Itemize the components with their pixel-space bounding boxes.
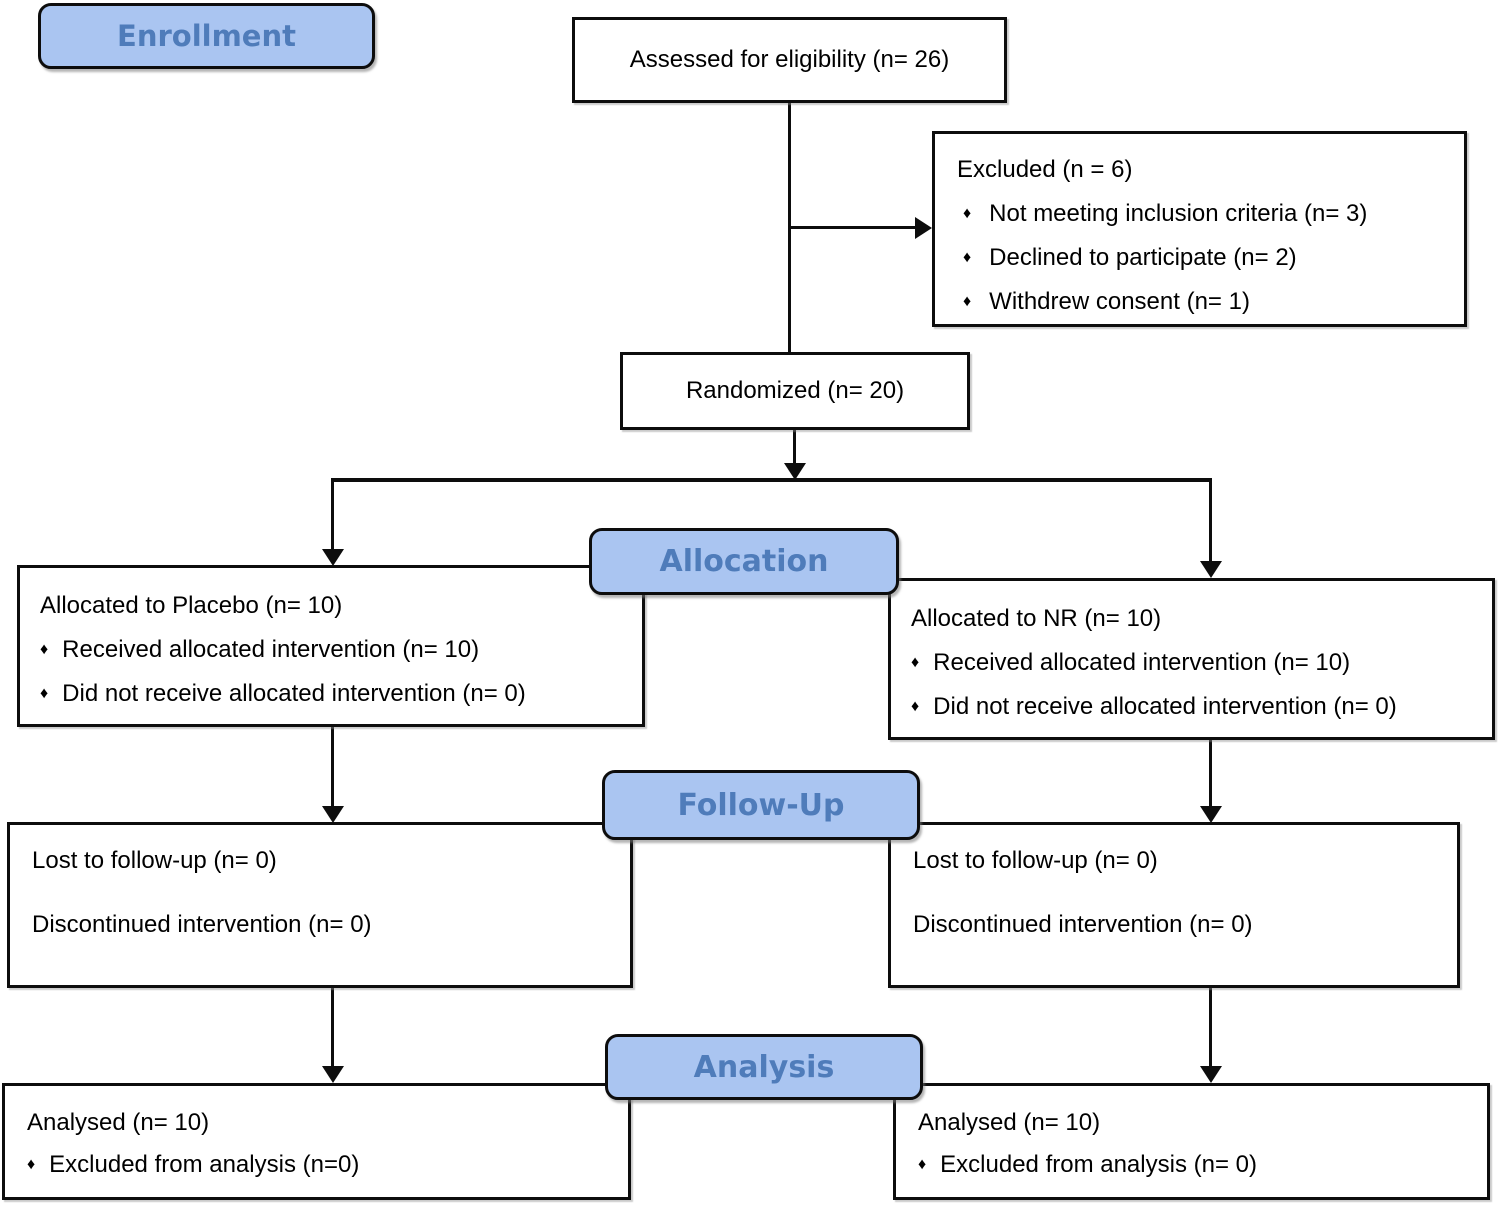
connector-randomized-to-branch	[793, 430, 796, 464]
diamond-bullet-icon: ♦	[963, 249, 972, 266]
followup-right-line: Discontinued intervention (n= 0)	[913, 911, 1253, 938]
box-randomized: Randomized (n= 20)	[620, 352, 970, 430]
arrowhead-fu-left	[322, 806, 344, 823]
stage-label-followup: Follow-Up	[602, 770, 920, 840]
box-followup-placebo: Lost to follow-up (n= 0) Discontinued in…	[7, 822, 633, 988]
stage-label-enrollment: Enrollment	[38, 3, 375, 69]
box-analysis-placebo: Analysed (n= 10) ♦ Excluded from analysi…	[2, 1083, 631, 1200]
allocation-right-item: ♦ Did not receive allocated intervention…	[911, 685, 1484, 729]
arrowhead-alloc-left	[322, 549, 344, 566]
arrowhead-fu-right	[1200, 806, 1222, 823]
analysis-left-item-text: Excluded from analysis (n=0)	[49, 1151, 360, 1178]
followup-right-line: Lost to follow-up (n= 0)	[913, 847, 1158, 874]
arrowhead-analysis-right	[1200, 1066, 1222, 1083]
excluded-title: Excluded (n = 6)	[957, 156, 1133, 183]
allocation-left-item-text: Received allocated intervention (n= 10)	[62, 636, 480, 663]
box-followup-nr: Lost to follow-up (n= 0) Discontinued in…	[888, 822, 1460, 988]
box-excluded: Excluded (n = 6) ♦ Not meeting inclusion…	[932, 131, 1467, 327]
connector-to-excluded	[789, 226, 916, 229]
arrowhead-excluded	[915, 217, 932, 239]
stage-label-allocation: Allocation	[589, 528, 899, 595]
randomized-text: Randomized (n= 20)	[685, 377, 905, 404]
box-allocation-placebo: Allocated to Placebo (n= 10) ♦ Received …	[17, 565, 645, 727]
analysis-right-item: ♦ Excluded from analysis (n= 0)	[918, 1144, 1479, 1186]
diamond-bullet-icon: ♦	[963, 205, 972, 222]
followup-left-line: Lost to follow-up (n= 0)	[32, 847, 277, 874]
allocation-left-item: ♦ Did not receive allocated intervention…	[40, 672, 634, 716]
box-allocation-nr: Allocated to NR (n= 10) ♦ Received alloc…	[888, 578, 1495, 740]
arrowhead-branch	[784, 463, 806, 480]
allocation-right-title: Allocated to NR (n= 10)	[911, 605, 1162, 632]
allocation-left-title: Allocated to Placebo (n= 10)	[40, 592, 343, 619]
excluded-item: ♦ Declined to participate (n= 2)	[957, 236, 1456, 280]
analysis-right-item-text: Excluded from analysis (n= 0)	[940, 1151, 1257, 1178]
stage-label-analysis-text: Analysis	[693, 1049, 835, 1085]
box-analysis-nr: Analysed (n= 10) ♦ Excluded from analysi…	[893, 1083, 1490, 1200]
stage-label-followup-text: Follow-Up	[677, 787, 845, 823]
followup-left-line: Discontinued intervention (n= 0)	[32, 911, 372, 938]
connector-branch-to-alloc-right	[1209, 482, 1212, 562]
arrowhead-analysis-left	[322, 1066, 344, 1083]
excluded-item: ♦ Not meeting inclusion criteria (n= 3)	[957, 192, 1456, 236]
excluded-item-text: Declined to participate (n= 2)	[989, 244, 1297, 271]
excluded-item: ♦ Withdrew consent (n= 1)	[957, 280, 1456, 324]
connector-alloc-to-fu-right	[1209, 740, 1212, 807]
diamond-bullet-icon: ♦	[963, 293, 972, 310]
allocation-right-item-text: Did not receive allocated intervention (…	[933, 693, 1397, 720]
diamond-bullet-icon: ♦	[918, 1156, 927, 1173]
stage-label-analysis: Analysis	[605, 1034, 923, 1100]
analysis-left-title: Analysed (n= 10)	[27, 1109, 210, 1136]
connector-fu-to-analysis-right	[1209, 988, 1212, 1067]
connector-alloc-to-fu-left	[331, 727, 334, 807]
excluded-item-text: Not meeting inclusion criteria (n= 3)	[989, 200, 1368, 227]
diamond-bullet-icon: ♦	[911, 654, 920, 671]
branch-line	[331, 478, 1212, 482]
diamond-bullet-icon: ♦	[911, 698, 920, 715]
stage-label-enrollment-text: Enrollment	[117, 19, 296, 53]
assessed-text: Assessed for eligibility (n= 26)	[629, 46, 950, 73]
analysis-left-item: ♦ Excluded from analysis (n=0)	[27, 1144, 620, 1186]
analysis-right-title: Analysed (n= 10)	[918, 1109, 1101, 1136]
excluded-item-text: Withdrew consent (n= 1)	[989, 288, 1250, 315]
stage-label-allocation-text: Allocation	[659, 544, 829, 579]
box-assessed: Assessed for eligibility (n= 26)	[572, 17, 1007, 103]
allocation-left-item-text: Did not receive allocated intervention (…	[62, 680, 526, 707]
diamond-bullet-icon: ♦	[40, 685, 49, 702]
connector-branch-to-alloc-left	[331, 482, 334, 550]
connector-fu-to-analysis-left	[331, 988, 334, 1067]
diamond-bullet-icon: ♦	[27, 1156, 36, 1173]
allocation-right-item: ♦ Received allocated intervention (n= 10…	[911, 641, 1484, 685]
allocation-left-item: ♦ Received allocated intervention (n= 10…	[40, 628, 634, 672]
diamond-bullet-icon: ♦	[40, 641, 49, 658]
arrowhead-alloc-right	[1200, 561, 1222, 578]
allocation-right-item-text: Received allocated intervention (n= 10)	[933, 649, 1351, 676]
